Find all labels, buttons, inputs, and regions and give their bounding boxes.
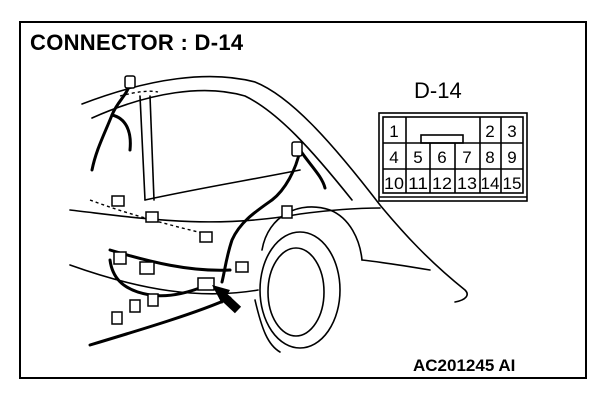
connector-d14-face	[378, 112, 528, 202]
harness-upper-loop	[90, 80, 132, 172]
harness-connector-5	[291, 141, 303, 157]
harness-rear-pillar	[220, 148, 302, 284]
harness-connector-9	[113, 251, 127, 265]
pin-6: 6	[437, 148, 446, 167]
harness-connector-1	[124, 75, 136, 89]
pin-11: 11	[408, 174, 428, 193]
pin-1: 1	[389, 122, 398, 141]
connector-pin-numbers: 1 2 3 4 5 6 7 8 9 10 11 12 13 14 15	[384, 122, 522, 193]
window-sill	[144, 169, 301, 201]
location-arrow	[212, 285, 242, 314]
pin-8: 8	[485, 148, 494, 167]
harness-connector-4	[199, 231, 213, 243]
door-pillar-inner	[149, 95, 155, 201]
roof-line	[81, 75, 468, 303]
figure-code: AC201245 AI	[413, 356, 516, 375]
harness-connector-8	[139, 261, 155, 275]
harness-side-dashed	[89, 199, 211, 236]
harness-connector-3	[145, 211, 159, 223]
harness-connector-7	[235, 261, 249, 273]
roof-inner-line	[91, 89, 353, 201]
pin-3: 3	[507, 122, 516, 141]
floor-line	[69, 264, 259, 295]
wheel-arch	[261, 206, 363, 261]
harness-connector-6	[281, 205, 293, 219]
harness-connector-11	[129, 299, 141, 313]
pin-10: 10	[384, 174, 404, 193]
harness-rear-side	[298, 148, 327, 190]
pin-14: 14	[481, 174, 500, 193]
rear-tire-outer	[259, 231, 341, 349]
harness-pillar	[110, 113, 132, 152]
pin-9: 9	[507, 148, 516, 167]
lower-body-line	[254, 299, 281, 353]
pin-4: 4	[389, 148, 398, 167]
connector-d14-location	[197, 277, 215, 291]
connector-label: D-14	[414, 78, 462, 103]
harness-connector-2	[111, 195, 125, 207]
pin-12: 12	[432, 174, 452, 193]
arrow-head	[212, 285, 230, 304]
body-side-line	[69, 207, 381, 223]
arrow-shaft	[218, 291, 242, 314]
body-rear-edge	[361, 259, 431, 271]
harness-connector-10	[147, 293, 159, 307]
pin-5: 5	[413, 148, 422, 167]
pin-15: 15	[503, 174, 522, 193]
harness-main	[108, 248, 232, 272]
connector-latch	[420, 134, 464, 144]
pin-7: 7	[462, 148, 471, 167]
harness-connector-12	[111, 311, 123, 325]
diagram-title: CONNECTOR : D-14	[30, 30, 244, 55]
rear-tire-inner	[267, 247, 325, 337]
pin-2: 2	[485, 122, 494, 141]
harness-floor	[108, 258, 207, 298]
pin-13: 13	[457, 174, 477, 193]
harness-lower-trunk	[88, 296, 232, 347]
door-pillar	[139, 95, 146, 201]
